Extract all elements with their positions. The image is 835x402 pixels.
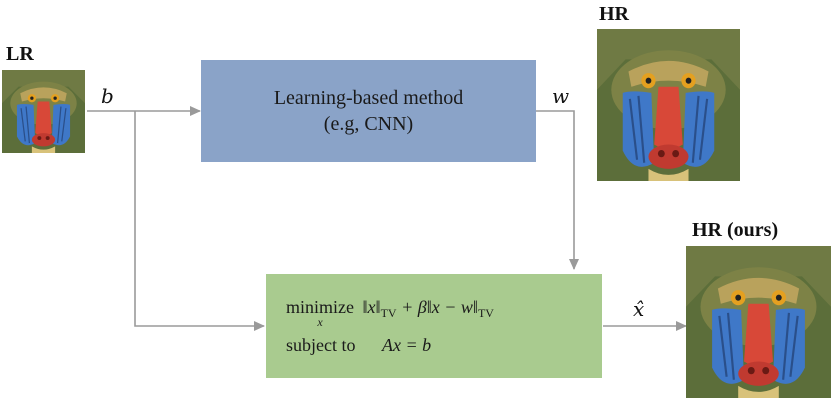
tv-subscript-2: TV — [477, 305, 494, 320]
objective-term-b: + β‖x − w‖ — [396, 296, 478, 317]
lr-title: LR — [6, 43, 34, 65]
var-xhat-label: x̂ — [633, 297, 645, 321]
minimize-subscript: x — [317, 314, 323, 329]
hr-ours-title: HR (ours) — [692, 219, 779, 241]
objective-term-a: ‖x‖ — [362, 296, 381, 317]
var-w-label: w — [552, 84, 570, 108]
learning-method-box: Learning-based method (e.g, CNN) — [201, 60, 536, 162]
learning-method-title: Learning-based method — [273, 87, 464, 109]
learning-method-example: (e.g, CNN) — [323, 113, 414, 135]
var-b-label: b — [101, 84, 114, 108]
arrow-b-to-optimization — [134, 111, 265, 331]
tv-subscript-1: TV — [380, 305, 397, 320]
hr-image — [597, 29, 740, 181]
hr-title: HR — [599, 3, 629, 25]
mandrill-photo-icon — [597, 29, 740, 181]
subject-to-label: subject to — [286, 334, 356, 355]
lr-image — [2, 70, 85, 153]
mandrill-photo-icon — [686, 246, 831, 398]
hr-ours-image — [686, 246, 831, 398]
constraint-equation: Ax = b — [382, 334, 432, 355]
arrow-w-to-optimization — [536, 110, 579, 270]
minimize-word: minimize — [286, 296, 354, 317]
constraint-line: subject to Ax = b — [286, 335, 602, 356]
mandrill-photo-icon — [2, 70, 85, 153]
